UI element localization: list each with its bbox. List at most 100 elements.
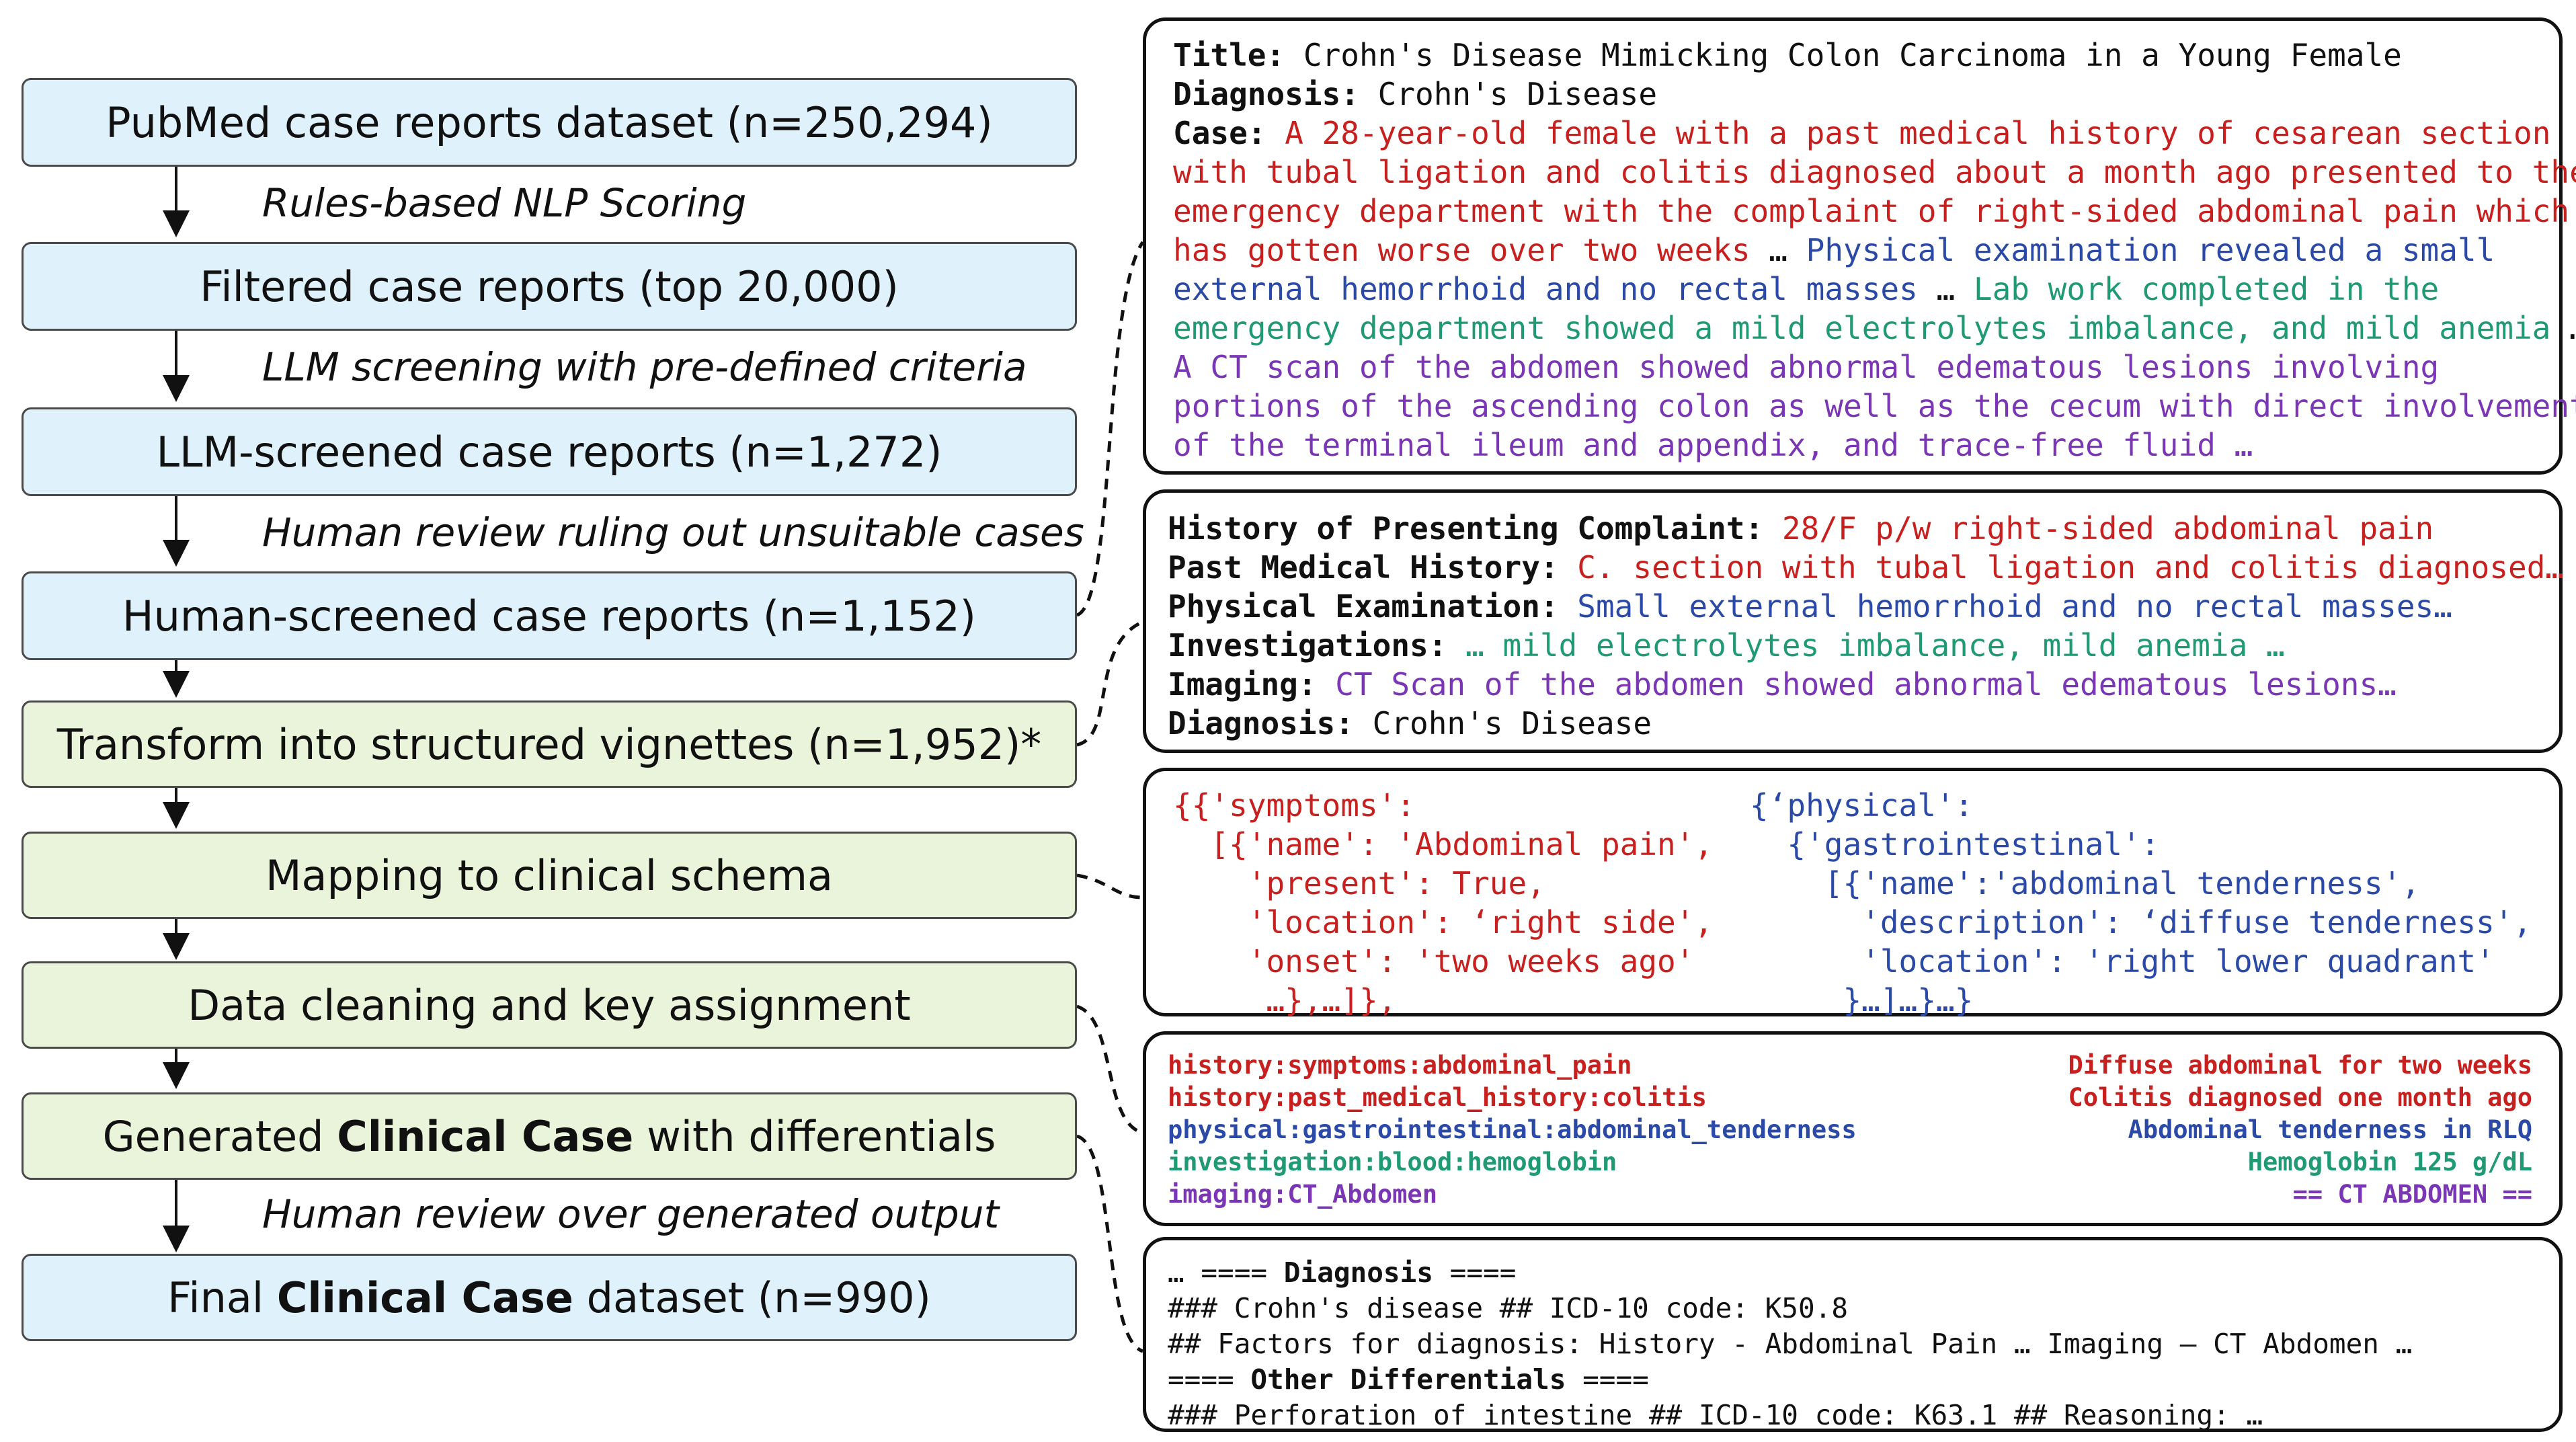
diagnosis-line: ### Perforation of intestine ## ICD-10 c… bbox=[1168, 1398, 2559, 1433]
case-text-segment: A 28-year-old female with a past medical… bbox=[1285, 115, 2551, 151]
step-data-cleaning: Data cleaning and key assignment bbox=[22, 961, 1077, 1049]
panel-generated-diagnosis: … ==== Diagnosis ====### Crohn's disease… bbox=[1143, 1237, 2563, 1432]
case-text-line: A CT scan of the abdomen showed abnormal… bbox=[1173, 348, 2559, 387]
note-nlp-scoring: Rules-based NLP Scoring bbox=[262, 180, 747, 226]
schema-line: 'onset': 'two weeks ago' bbox=[1173, 943, 1695, 979]
key-name: physical:gastrointestinal:abdominal_tend… bbox=[1168, 1115, 1857, 1144]
case-label: Case: bbox=[1173, 115, 1266, 151]
vignette-label: Past Medical History: bbox=[1168, 549, 1559, 586]
schema-symptoms-block: {{'symptoms': [{'name': 'Abdominal pain'… bbox=[1173, 786, 1713, 1020]
vignette-value: 28/F p/w right-sided abdominal pain bbox=[1781, 510, 2434, 547]
vignette-row: Past Medical History: C. section with tu… bbox=[1168, 548, 2564, 587]
diagnosis-text: ### Crohn's disease ## ICD-10 code: K50.… bbox=[1168, 1292, 1849, 1324]
case-title-row: Title: Crohn's Disease Mimicking Colon C… bbox=[1173, 37, 2402, 73]
vignette-rows: History of Presenting Complaint: 28/F p/… bbox=[1168, 509, 2564, 743]
case-text-line: portions of the ascending colon as well … bbox=[1173, 387, 2576, 426]
case-text-segment: emergency department showed a mild elect… bbox=[1173, 310, 2551, 346]
diagnosis-line: ## Factors for diagnosis: History - Abdo… bbox=[1168, 1326, 2559, 1362]
key-value: == CT ABDOMEN == bbox=[2292, 1180, 2532, 1209]
case-text-segment: A CT scan of the abdomen showed abnormal… bbox=[1173, 349, 2440, 385]
step-filtered-reports: Filtered case reports (top 20,000) bbox=[22, 242, 1077, 331]
vignette-label: Physical Examination: bbox=[1168, 588, 1559, 625]
key-row: investigation:blood:hemoglobin Hemoglobin… bbox=[1168, 1146, 2532, 1178]
vignette-label: Diagnosis: bbox=[1168, 705, 1354, 742]
step-structured-vignettes: Transform into structured vignettes (n=1… bbox=[22, 700, 1077, 788]
diagnosis-line: ### Crohn's disease ## ICD-10 code: K50.… bbox=[1168, 1291, 2559, 1326]
case-text-segment: Physical examination revealed a small bbox=[1806, 232, 2495, 268]
vignette-value: … mild electrolytes imbalance, mild anem… bbox=[1465, 627, 2285, 664]
key-rows: history:symptoms:abdominal_pain Diffuse a… bbox=[1168, 1049, 2532, 1211]
case-text-segment: portions of the ascending colon as well … bbox=[1173, 388, 2576, 424]
vignette-row: Imaging: CT Scan of the abdomen showed a… bbox=[1168, 665, 2559, 704]
dashed-connector-3 bbox=[1076, 873, 1143, 899]
schema-line: }…]…}…} bbox=[1750, 982, 1974, 1018]
case-diagnosis-row: Diagnosis: Crohn's Disease bbox=[1173, 76, 1658, 112]
panel-case-report: Title: Crohn's Disease Mimicking Colon C… bbox=[1143, 17, 2576, 475]
key-value: Colitis diagnosed one month ago bbox=[2068, 1083, 2532, 1112]
schema-physical-block: {‘physical': {'gastrointestinal': [{'nam… bbox=[1750, 786, 2532, 1020]
dashed-connector-2 bbox=[1076, 620, 1144, 747]
vignette-label: History of Presenting Complaint: bbox=[1168, 510, 1764, 547]
case-text-segment: … bbox=[2550, 310, 2576, 346]
dashed-connector-1 bbox=[1076, 241, 1145, 617]
case-text-segment: Lab work completed in the bbox=[1973, 271, 2440, 307]
schema-line: 'location': ‘right side', bbox=[1173, 904, 1714, 940]
case-text-line: has gotten worse over two weeks … Physic… bbox=[1173, 231, 2559, 270]
vignette-row: Physical Examination: Small external hem… bbox=[1168, 587, 2559, 626]
note-human-review: Human review ruling out unsuitable cases bbox=[262, 510, 1084, 555]
key-name: investigation:blood:hemoglobin bbox=[1168, 1148, 1617, 1176]
step-llm-screened: LLM-screened case reports (n=1,272) bbox=[22, 407, 1077, 496]
key-value: Diffuse abdominal for two weeks bbox=[2068, 1051, 2532, 1080]
case-text-line: emergency department showed a mild elect… bbox=[1173, 309, 2576, 348]
step-generated-clinical-case: Generated Clinical Case with differentia… bbox=[22, 1092, 1077, 1180]
case-text-line: emergency department with the complaint … bbox=[1173, 192, 2569, 231]
diagnosis-text: … ==== bbox=[1168, 1256, 1284, 1289]
key-row: history:past_medical_history:colitis Coli… bbox=[1168, 1082, 2532, 1114]
vignette-value: Crohn's Disease bbox=[1372, 705, 1652, 742]
diagnosis-text: Diagnosis bbox=[1283, 1256, 1433, 1289]
panel-key-assignment: history:symptoms:abdominal_pain Diffuse a… bbox=[1143, 1031, 2563, 1226]
case-text: Case: A 28-year-old female with a past m… bbox=[1173, 114, 2576, 465]
diagnosis-text: ## Factors for diagnosis: History - Abdo… bbox=[1168, 1328, 2413, 1360]
schema-line: 'description': ‘diffuse tenderness', bbox=[1750, 904, 2532, 940]
step-clinical-schema: Mapping to clinical schema bbox=[22, 832, 1077, 919]
diagnosis-text: ==== bbox=[1566, 1363, 1649, 1396]
case-text-segment: with tubal ligation and colitis diagnose… bbox=[1173, 154, 2576, 190]
key-name: imaging:CT_Abdomen bbox=[1168, 1180, 1437, 1209]
key-row: imaging:CT_Abdomen == CT ABDOMEN == bbox=[1168, 1178, 2532, 1211]
case-text-line: Case: A 28-year-old female with a past m… bbox=[1173, 114, 2559, 153]
panel-clinical-schema: {{'symptoms': [{'name': 'Abdominal pain'… bbox=[1143, 768, 2563, 1018]
case-text-line: external hemorrhoid and no rectal masses… bbox=[1173, 270, 2559, 309]
panel-structured-vignette: History of Presenting Complaint: 28/F p/… bbox=[1143, 489, 2564, 753]
diagnosis-line: … ==== Diagnosis ==== bbox=[1168, 1255, 2559, 1291]
vignette-value: CT Scan of the abdomen showed abnormal e… bbox=[1335, 666, 2397, 703]
note-llm-screening: LLM screening with pre-defined criteria bbox=[262, 344, 1027, 390]
vignette-row: Investigations: … mild electrolytes imba… bbox=[1168, 626, 2559, 665]
diagnosis-text: ==== bbox=[1433, 1256, 1517, 1289]
step-final-dataset: Final Clinical Case dataset (n=990) bbox=[22, 1254, 1077, 1341]
case-text-segment: external hemorrhoid and no rectal masses bbox=[1173, 271, 1918, 307]
vignette-label: Imaging: bbox=[1168, 666, 1317, 703]
case-text-segment: emergency department with the complaint … bbox=[1173, 193, 2570, 229]
schema-line: [{'name':'abdominal tenderness', bbox=[1750, 865, 2420, 902]
diagnosis-text: ### Perforation of intestine ## ICD-10 c… bbox=[1168, 1399, 2263, 1431]
vignette-value: C. section with tubal ligation and colit… bbox=[1577, 549, 2565, 586]
schema-line: …},…]}, bbox=[1173, 982, 1397, 1018]
key-row: history:symptoms:abdominal_pain Diffuse a… bbox=[1168, 1049, 2532, 1082]
case-text-segment: … bbox=[1750, 232, 1806, 268]
vignette-row: History of Presenting Complaint: 28/F p/… bbox=[1168, 509, 2559, 548]
key-name: history:symptoms:abdominal_pain bbox=[1168, 1051, 1632, 1080]
step-pubmed-dataset: PubMed case reports dataset (n=250,294) bbox=[22, 78, 1077, 167]
diagnosis-line: ==== Other Differentials ==== bbox=[1168, 1362, 2559, 1398]
key-value: Hemoglobin 125 g/dL bbox=[2247, 1148, 2532, 1176]
key-name: history:past_medical_history:colitis bbox=[1168, 1083, 1707, 1112]
key-row: physical:gastrointestinal:abdominal_tend… bbox=[1168, 1114, 2532, 1146]
diagnosis-text: Other Differentials bbox=[1250, 1363, 1566, 1396]
diagnosis-text: ==== bbox=[1168, 1363, 1251, 1396]
step-human-screened: Human-screened case reports (n=1,152) bbox=[22, 571, 1077, 660]
vignette-label: Investigations: bbox=[1168, 627, 1447, 664]
case-text-segment: of the terminal ileum and appendix, and … bbox=[1173, 427, 2253, 463]
dashed-connector-4 bbox=[1076, 1004, 1143, 1135]
schema-line: 'present': True, bbox=[1173, 865, 1545, 902]
